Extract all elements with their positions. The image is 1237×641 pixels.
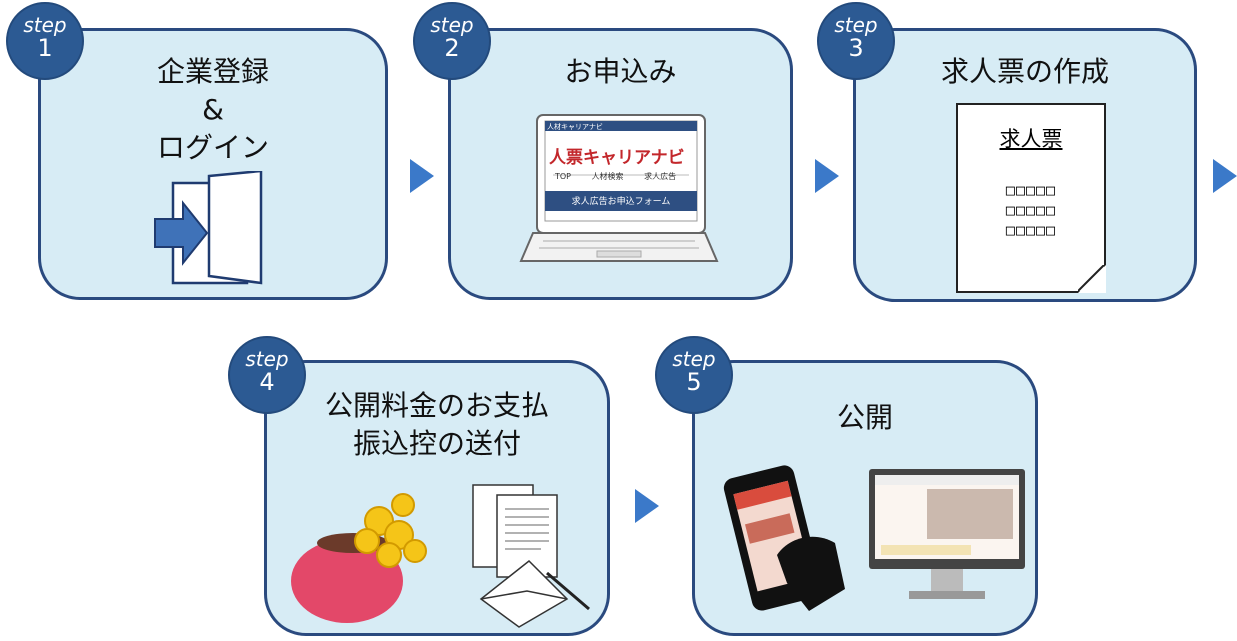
step-5-title-line-1: 公開 (836, 401, 893, 434)
document-row: □□□□□ (1005, 181, 1057, 199)
step-number: 5 (686, 368, 702, 396)
step-5-badge: step 5 (655, 336, 733, 414)
step-4-title-line-1: 公開料金のお支払 (324, 389, 549, 422)
step-1-title: 企業登録 & ログイン (41, 53, 385, 167)
step-3-badge: step 3 (817, 2, 895, 80)
step-label: step (430, 13, 474, 37)
nav-item: TOP (555, 172, 572, 181)
arrow-right-icon (635, 489, 659, 523)
arrow-right-icon (815, 159, 839, 193)
step-2-card: お申込み 人材キャリアナビ 人票キャリアナビ TOP 人材検索 求人広告 求人広… (448, 28, 793, 300)
laptop-icon (519, 114, 719, 262)
laptop-screen-header: 人材キャリアナビ (547, 123, 603, 131)
step-number: 1 (37, 34, 53, 62)
step-2-title-line-1: お申込み (564, 55, 677, 88)
step-5-title: 公開 (695, 399, 1035, 437)
arrow-right-icon (1213, 159, 1237, 193)
door-login-icon (154, 171, 263, 285)
step-3-card: 求人票の作成 求人票 □□□□□ □□□□□ □□□□□ (853, 28, 1197, 302)
document-icon: 求人票 □□□□□ □□□□□ □□□□□ (956, 103, 1106, 293)
step-2-title: お申込み (451, 53, 790, 91)
step-3-title: 求人票の作成 (856, 53, 1194, 91)
step-2-badge: step 2 (413, 2, 491, 80)
laptop-screen-nav: TOP 人材検索 求人広告 (555, 171, 676, 182)
step-number: 3 (848, 34, 864, 62)
desktop-monitor-icon (869, 469, 1025, 599)
step-number: 4 (259, 368, 275, 396)
smartphone-hand-icon (723, 465, 845, 611)
nav-item: 人材検索 (591, 172, 624, 181)
documents-envelope-icon (472, 484, 590, 628)
step-label: step (834, 13, 878, 37)
step-3-title-line-1: 求人票の作成 (940, 55, 1109, 88)
step-4-title: 公開料金のお支払 振込控の送付 (267, 387, 607, 463)
document-row: □□□□□ (1005, 221, 1057, 239)
arrow-right-icon (410, 159, 434, 193)
step-4-title-line-2: 振込控の送付 (352, 427, 521, 460)
document-title: 求人票 (999, 127, 1063, 151)
nav-item: 求人広告 (644, 172, 677, 181)
laptop-screen-banner: 求人広告お申込フォーム (571, 197, 671, 207)
step-label: step (245, 347, 289, 371)
step-4-card: 公開料金のお支払 振込控の送付 (264, 360, 610, 636)
step-1-badge: step 1 (6, 2, 84, 80)
step-5-card: 公開 (692, 360, 1038, 636)
step-label: step (23, 13, 67, 37)
laptop-screen-logo: 人票キャリアナビ (549, 148, 685, 168)
step-1-title-line-2: & (202, 93, 224, 126)
coin-purse-icon (291, 493, 427, 623)
step-number: 2 (444, 34, 460, 62)
document-rows: □□□□□ □□□□□ □□□□□ (958, 180, 1104, 240)
step-1-title-line-1: 企業登録 (156, 55, 269, 88)
page-curl-icon (1078, 265, 1106, 293)
step-1-title-line-3: ログイン (156, 131, 269, 164)
step-label: step (672, 347, 716, 371)
step-4-badge: step 4 (228, 336, 306, 414)
step-1-card: 企業登録 & ログイン (38, 28, 388, 300)
document-row: □□□□□ (1005, 201, 1057, 219)
